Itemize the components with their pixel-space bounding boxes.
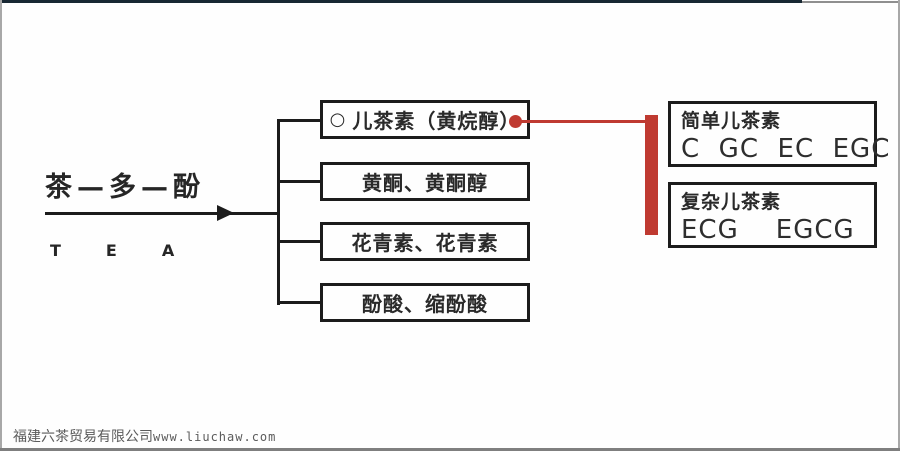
detail-box-complex-catechins: 复杂儿茶素 ECG EGCG (668, 182, 877, 248)
watermark: 福建六茶贸易有限公司www.liuchaw.com (13, 426, 276, 446)
detail-title-simple-catechins: 简单儿茶素 (681, 110, 782, 132)
red-connector-bar (645, 115, 658, 235)
branch-stub-line-2 (278, 180, 321, 183)
branch-stub-line-3 (278, 240, 321, 243)
branch-box-phenolic-acids: 酚酸、缩酚酸 (320, 283, 530, 322)
branch-trunk-line (277, 119, 280, 305)
watermark-company-name: 福建六茶贸易有限公司 (13, 429, 153, 445)
frame-left-line (0, 0, 2, 451)
frame-right-line (898, 0, 900, 451)
root-title: 茶—多—酚 (45, 172, 205, 203)
detail-items-simple-catechins: C GC EC EGC (681, 134, 891, 164)
arrowhead-icon (217, 205, 234, 221)
main-arrow-line (45, 212, 278, 215)
frame-top-dark-line (0, 0, 802, 3)
frame-top-gray-line (802, 1, 900, 3)
detail-items-complex-catechins: ECG EGCG (681, 215, 855, 245)
circle-bullet-icon: ○ (329, 109, 347, 130)
branch-label-catechins: 儿茶素（黄烷醇） (352, 109, 521, 133)
frame-bottom-line (0, 448, 900, 451)
branch-box-catechins: ○ 儿茶素（黄烷醇） (320, 100, 530, 139)
red-connector-line (515, 120, 650, 123)
root-subtitle: TEA (50, 241, 220, 260)
branch-box-flavones: 黄酮、黄酮醇 (320, 162, 530, 201)
branch-box-anthocyanins: 花青素、花青素 (320, 222, 530, 261)
branch-label-flavones: 黄酮、黄酮醇 (362, 171, 488, 195)
branch-stub-line-1 (278, 119, 321, 122)
watermark-website-url: www.liuchaw.com (153, 430, 277, 444)
branch-label-anthocyanins: 花青素、花青素 (351, 231, 499, 255)
branch-stub-line-4 (278, 301, 321, 304)
branch-label-phenolic-acids: 酚酸、缩酚酸 (362, 292, 488, 316)
detail-box-simple-catechins: 简单儿茶素 C GC EC EGC (668, 101, 891, 167)
detail-title-complex-catechins: 复杂儿茶素 (681, 191, 782, 213)
